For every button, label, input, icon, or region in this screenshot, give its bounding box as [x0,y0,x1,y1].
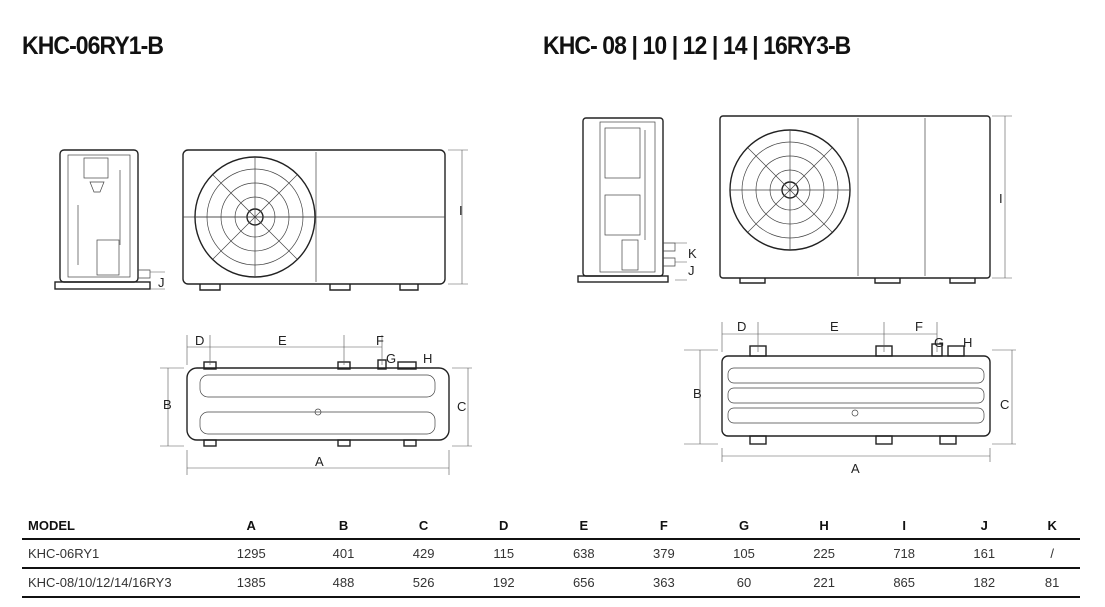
col-j: J [944,512,1025,540]
cell: 192 [463,568,544,598]
model-title-right: KHC- 08 | 10 | 12 | 14 | 16RY3-B [543,32,851,60]
cell: 81 [1024,568,1080,598]
cell: 429 [383,539,464,569]
dim-label-h: H [423,351,432,366]
cell: 401 [303,539,384,569]
cell: 363 [623,568,704,598]
col-model: MODEL [22,512,199,540]
dim-label-a-right: A [851,461,860,476]
right-front-view: I [719,115,1012,284]
right-top-view: D E F G H B C A [684,319,1016,476]
dim-label-a: A [315,454,324,469]
col-f: F [623,512,704,540]
cell: 865 [864,568,945,598]
col-g: G [703,512,785,540]
right-side-view: K J [577,117,697,283]
model-title-left: KHC-06RY1-B [22,32,164,60]
dim-label-e: E [278,333,287,348]
cell: 105 [703,539,785,569]
cell-model: KHC-08/10/12/14/16RY3 [22,568,199,598]
col-e: E [543,512,624,540]
left-side-view [54,149,151,290]
dim-label-f: F [376,333,384,348]
cell: 718 [864,539,945,569]
cell-model: KHC-06RY1 [22,539,199,569]
col-d: D [463,512,544,540]
dim-label-j-right: J [688,263,695,278]
table-row: KHC-08/10/12/14/16RY3 1385 488 526 192 6… [22,568,1080,598]
cell: 221 [784,568,865,598]
cell: 115 [463,539,544,569]
left-top-view: D E F G H B C A [160,333,472,475]
dim-label-j: J [158,275,165,290]
dim-label-d-right: D [737,319,746,334]
col-k: K [1024,512,1080,540]
dim-label-k: K [688,246,697,261]
col-a: A [199,512,304,540]
dimension-drawings: I J D E F G H B C A K [54,115,1016,476]
cell: 1385 [199,568,304,598]
dim-label-i-right: I [999,191,1003,206]
cell: 638 [543,539,624,569]
dim-label-g: G [386,351,396,366]
cell: 488 [303,568,384,598]
cell: 161 [944,539,1025,569]
cell: 379 [623,539,704,569]
dim-label-f-right: F [915,319,923,334]
dim-label-i: I [459,203,463,218]
cell: 225 [784,539,865,569]
col-b: B [303,512,384,540]
cell: 60 [703,568,785,598]
dim-label-g-right: G [934,335,944,350]
cell: 656 [543,568,624,598]
dim-label-c: C [457,399,466,414]
col-i: I [864,512,945,540]
dimensions-table: MODEL A B C D E F G H I J K KHC-06RY1 12… [22,512,1080,598]
dim-label-b-right: B [693,386,702,401]
col-h: H [784,512,865,540]
left-front-view: I J [150,149,468,291]
cell: 182 [944,568,1025,598]
dim-label-e-right: E [830,319,839,334]
cell: / [1024,539,1080,569]
cell: 526 [383,568,464,598]
table-header-row: MODEL A B C D E F G H I J K [22,512,1080,540]
col-c: C [383,512,464,540]
dim-label-d: D [195,333,204,348]
dim-label-h-right: H [963,335,972,350]
table-row: KHC-06RY1 1295 401 429 115 638 379 105 2… [22,539,1080,569]
cell: 1295 [199,539,304,569]
dim-label-c-right: C [1000,397,1009,412]
dim-label-b: B [163,397,172,412]
